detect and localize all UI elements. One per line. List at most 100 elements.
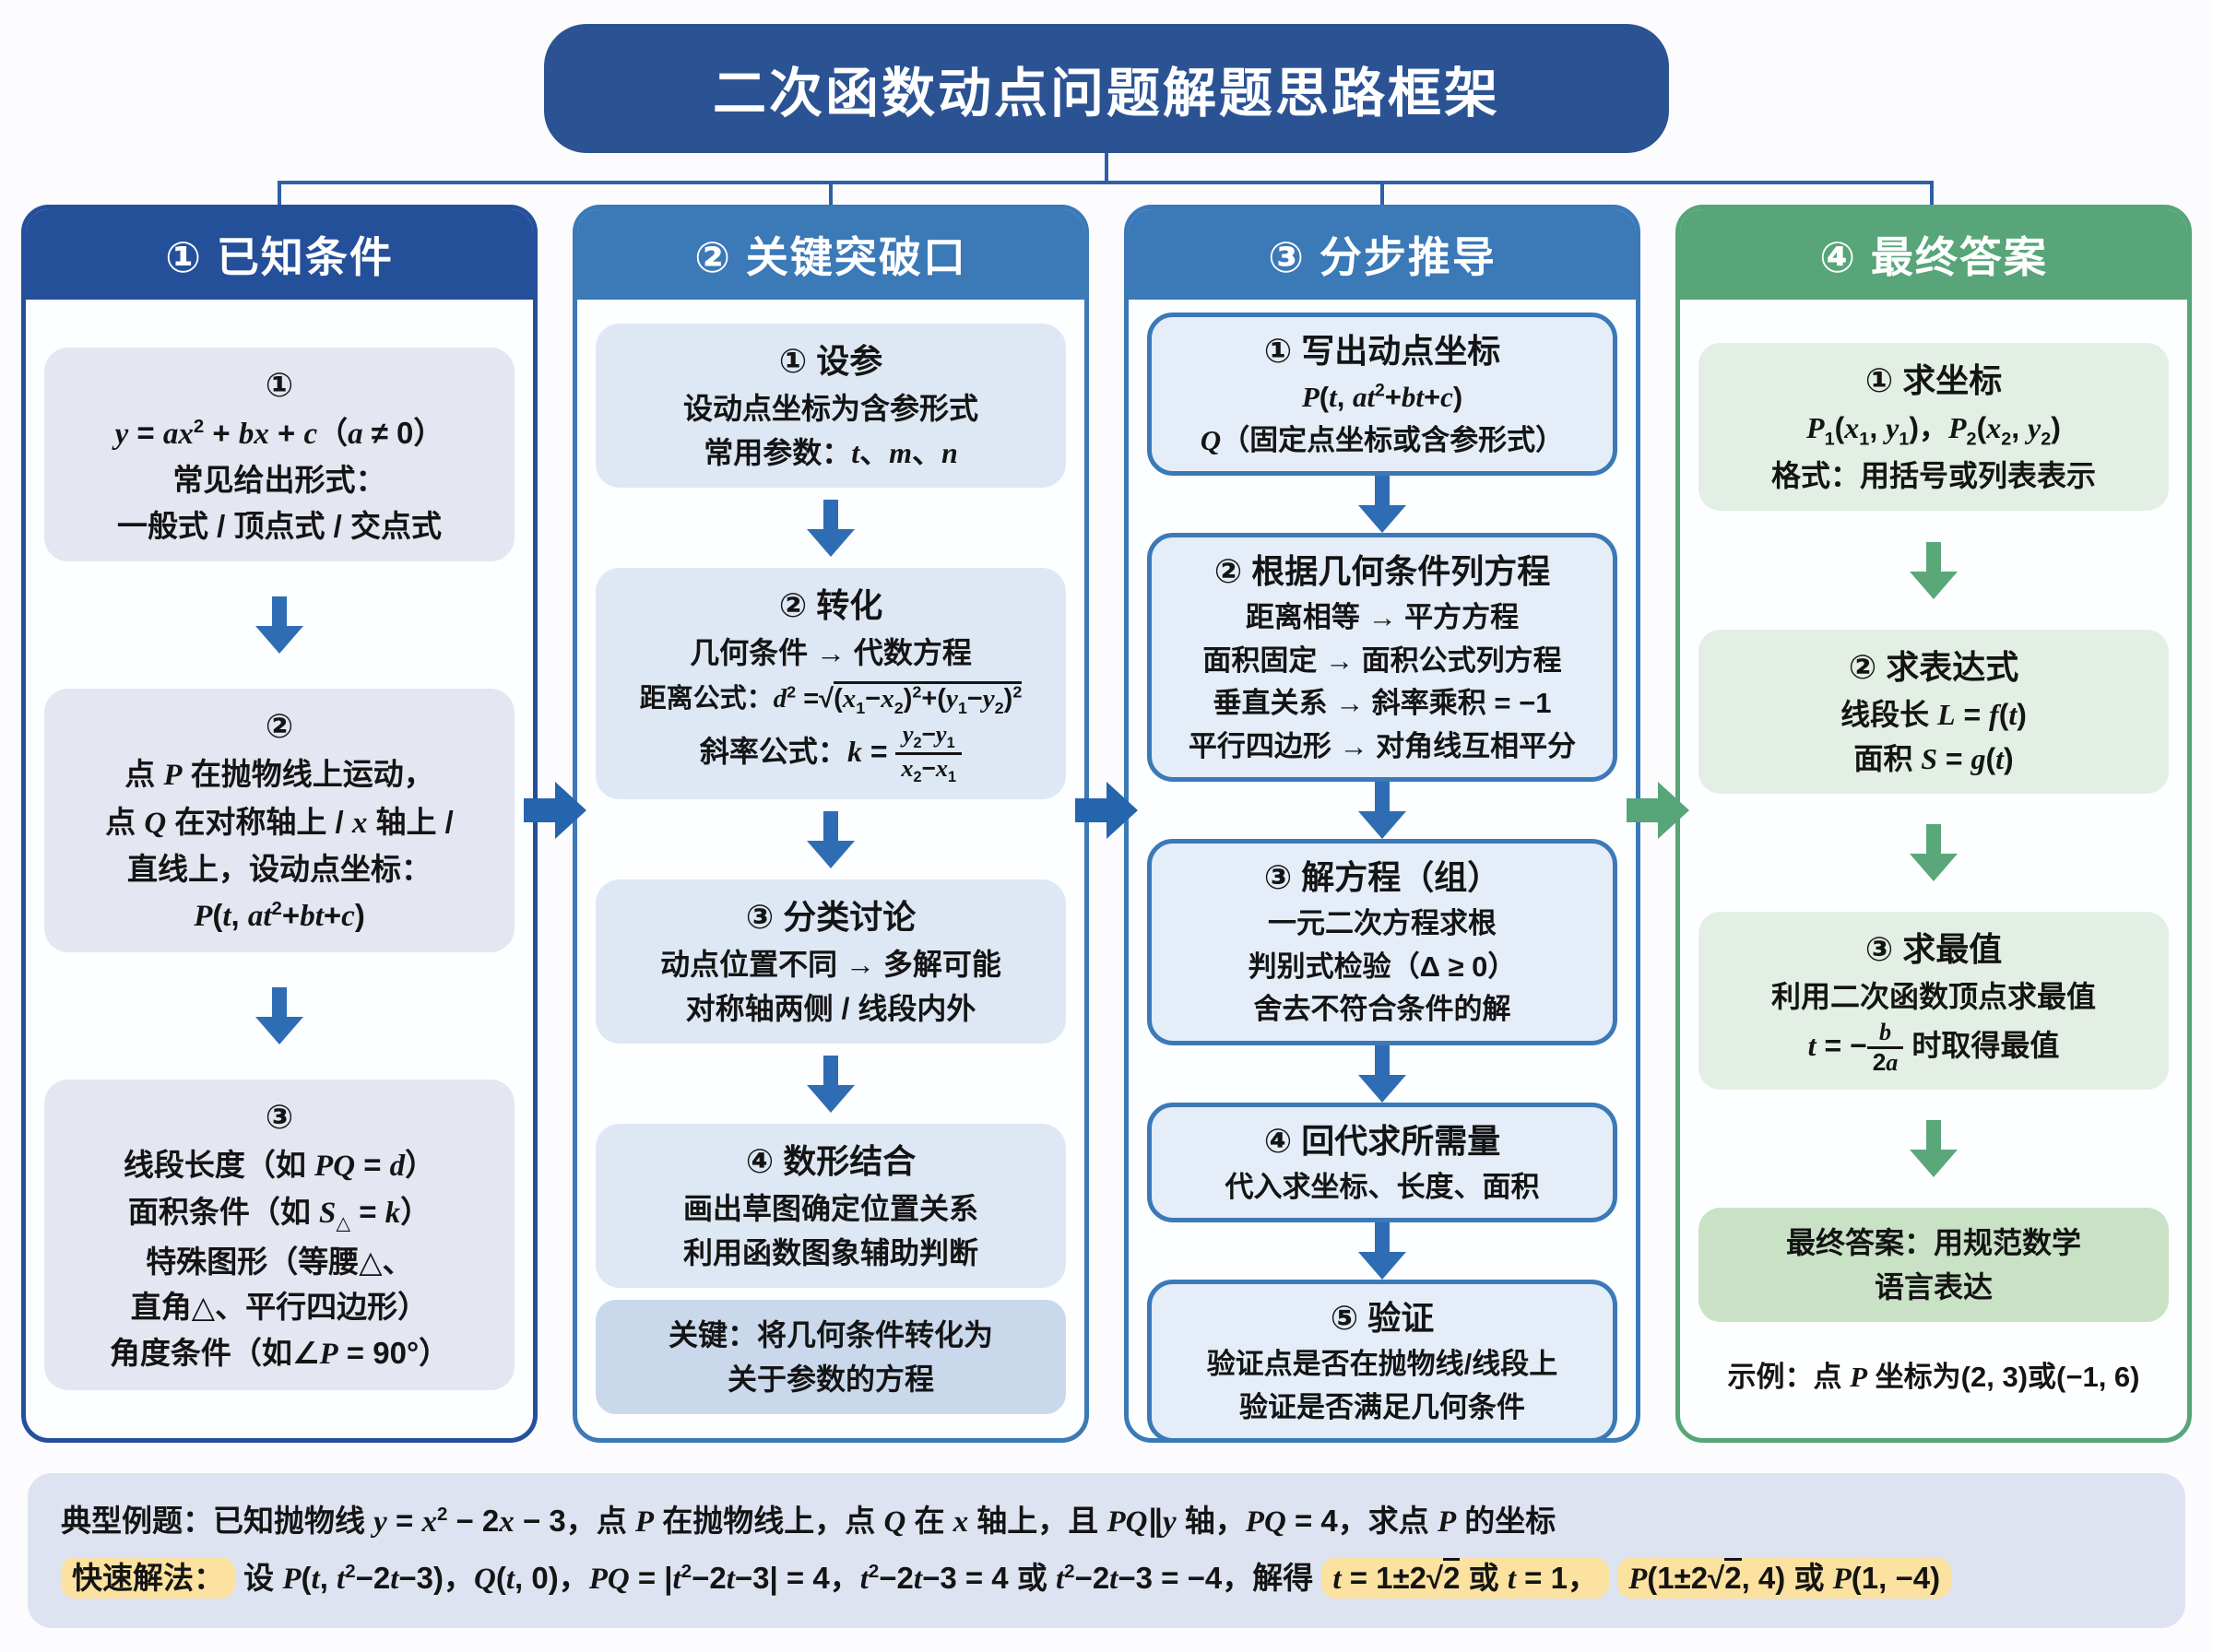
box-line: 几何条件 → 代数方程 bbox=[690, 636, 972, 670]
col4-box-find-expression: ② 求表达式线段长 L = f(t)面积 S = g(t) bbox=[1698, 629, 2169, 794]
box-line: 特殊图形（等腰△、 bbox=[146, 1244, 413, 1279]
box-line: 设动点坐标为含参形式 bbox=[682, 392, 978, 426]
box-line: 面积固定 → 面积公式列方程 bbox=[1202, 643, 1562, 677]
col3-box-build-equation: ② 根据几何条件列方程距离相等 → 平方方程面积固定 → 面积公式列方程垂直关系… bbox=[1147, 533, 1617, 782]
down-arrow-icon bbox=[1910, 1120, 1958, 1177]
col4-example-line: 示例：点 P 坐标为(2, 3)或(−1, 6) bbox=[1727, 1360, 2140, 1393]
column-step-derivation: ③ 分步推导 ① 写出动点坐标 P(t, at2+bt+c) Q（固定点坐标或含参形… bbox=[1124, 205, 1640, 1443]
box-line: 常见给出形式： bbox=[172, 463, 386, 498]
box-line: 动点位置不同 → 多解可能 bbox=[660, 948, 1001, 982]
box-line: ③ 分类讨论 bbox=[745, 898, 917, 937]
box-line: 线段长 L = f(t) bbox=[1840, 697, 2027, 731]
box-line: 直线上，设动点坐标： bbox=[127, 852, 432, 887]
box-line: 角度条件（如∠P = 90°） bbox=[109, 1335, 450, 1371]
col3-box-write-coordinates: ① 写出动点坐标 P(t, at2+bt+c) Q（固定点坐标或含参形式） bbox=[1147, 313, 1617, 476]
column-3-header-label: ③ 分步推导 bbox=[1268, 233, 1497, 281]
box-line: 垂直关系 → 斜率乘积 = −1 bbox=[1213, 687, 1552, 719]
box-line: ④ 回代求所需量 bbox=[1263, 1121, 1501, 1160]
col2-key-note: 关键：将几何条件转化为关于参数的方程 bbox=[596, 1299, 1066, 1414]
down-arrow-icon bbox=[255, 987, 303, 1044]
column-4-header: ④ 最终答案 bbox=[1680, 209, 2187, 300]
box-line: ① bbox=[265, 365, 294, 404]
connector-line bbox=[1380, 181, 1384, 206]
column-2-header: ② 关键突破口 bbox=[577, 209, 1084, 300]
col2-box-set-parameter: ① 设参设动点坐标为含参形式常用参数：t、m、n bbox=[596, 324, 1066, 489]
box-line: P(t, at2+bt+c) bbox=[194, 897, 365, 933]
right-arrow-icon bbox=[1075, 782, 1138, 839]
connector-line bbox=[1930, 181, 1934, 206]
box-line: 关于参数的方程 bbox=[727, 1362, 934, 1396]
column-3-header: ③ 分步推导 bbox=[1129, 209, 1636, 300]
right-arrow-icon bbox=[1627, 782, 1689, 839]
down-arrow-icon bbox=[1358, 1045, 1406, 1103]
down-arrow-icon bbox=[807, 1056, 855, 1113]
box-line: P1(x1, y1)，P2(x2, y2) bbox=[1806, 411, 2061, 450]
connector-line bbox=[278, 181, 1934, 184]
down-arrow-icon bbox=[1358, 1222, 1406, 1280]
box-line: 平行四边形 → 对角线互相平分 bbox=[1188, 729, 1577, 762]
box-line: ③ bbox=[265, 1097, 294, 1136]
box-line: 利用函数图象辅助判断 bbox=[682, 1236, 978, 1270]
box-line: 线段长度（如 PQ = d） bbox=[123, 1147, 436, 1183]
box-line: ① 写出动点坐标 bbox=[1263, 332, 1501, 370]
connector-line bbox=[829, 181, 833, 206]
box-line: Q（固定点坐标或含参形式） bbox=[1200, 423, 1565, 456]
box-line: 距离公式：d2 =√(x1−x2)2+(y1−y2)2 bbox=[639, 681, 1023, 718]
box-line: 面积 S = g(t) bbox=[1853, 741, 2014, 775]
box-line: 验证点是否在抛物线/线段上 bbox=[1206, 1348, 1558, 1380]
column-2-header-label: ② 关键突破口 bbox=[694, 233, 967, 281]
col2-box-transform: ② 转化几何条件 → 代数方程距离公式：d2 =√(x1−x2)2+(y1−y2… bbox=[596, 568, 1066, 800]
col1-box-moving-point: ② 点 P 在抛物线上运动， 点 Q 在对称轴上 / x 轴上 / 直线上，设动点坐标… bbox=[44, 689, 515, 953]
box-line: 点 Q 在对称轴上 / x 轴上 / bbox=[105, 804, 454, 840]
down-arrow-icon bbox=[807, 500, 855, 557]
col3-box-verify: ⑤ 验证验证点是否在抛物线/线段上验证是否满足几何条件 bbox=[1147, 1280, 1617, 1438]
quick-solution-line: 快速解法： 设 P(t, t2−2t−3)，Q(t, 0)，PQ = |t2−2… bbox=[61, 1556, 2152, 1599]
box-line: 一元二次方程求根 bbox=[1268, 907, 1497, 939]
box-line: 关键：将几何条件转化为 bbox=[668, 1317, 993, 1351]
box-line: 最终答案：用规范数学 bbox=[1785, 1226, 2081, 1260]
connector-line bbox=[278, 181, 281, 206]
column-1-header-label: ① 已知条件 bbox=[165, 233, 394, 281]
box-line: ② 转化 bbox=[778, 586, 883, 625]
column-1-header: ① 已知条件 bbox=[26, 209, 533, 300]
column-3-body: ① 写出动点坐标 P(t, at2+bt+c) Q（固定点坐标或含参形式） ② 根据… bbox=[1129, 300, 1636, 1438]
box-line: ② bbox=[265, 707, 294, 746]
box-line: 点 P 在抛物线上运动， bbox=[124, 757, 434, 793]
down-arrow-icon bbox=[1910, 824, 1958, 881]
down-arrow-icon bbox=[255, 596, 303, 654]
box-line: 语言表达 bbox=[1874, 1270, 1993, 1304]
box-line: y = ax2 + bx + c（a ≠ 0） bbox=[114, 415, 444, 451]
col3-box-substitute-back: ④ 回代求所需量代入求坐标、长度、面积 bbox=[1147, 1102, 1617, 1222]
col2-box-case-discussion: ③ 分类讨论动点位置不同 → 多解可能对称轴两侧 / 线段内外 bbox=[596, 879, 1066, 1044]
col2-box-number-shape: ④ 数形结合画出草图确定位置关系利用函数图象辅助判断 bbox=[596, 1124, 1066, 1289]
box-line: 判别式检验（Δ ≥ 0） bbox=[1248, 950, 1517, 983]
bottom-example-panel: 典型例题：已知抛物线 y = x2 − 2x − 3，点 P 在抛物线上，点 Q… bbox=[28, 1473, 2185, 1628]
box-line: 格式：用括号或列表表示 bbox=[1770, 459, 2096, 493]
box-line: P(t, at2+bt+c) bbox=[1301, 381, 1463, 413]
box-line: 利用二次函数顶点求最值 bbox=[1770, 980, 2096, 1014]
box-line: ③ 解方程（组） bbox=[1263, 858, 1501, 896]
column-2-body: ① 设参设动点坐标为含参形式常用参数：t、m、n ② 转化几何条件 → 代数方程… bbox=[577, 300, 1084, 1438]
column-4-header-label: ④ 最终答案 bbox=[1819, 233, 2048, 281]
down-arrow-icon bbox=[1358, 476, 1406, 533]
box-line: 面积条件（如 S△ = k） bbox=[127, 1195, 432, 1234]
box-line: ⑤ 验证 bbox=[1330, 1299, 1435, 1337]
box-line: ③ 求最值 bbox=[1864, 930, 2003, 969]
down-arrow-icon bbox=[1358, 782, 1406, 839]
down-arrow-icon bbox=[807, 811, 855, 868]
box-line: 常用参数：t、m、n bbox=[704, 436, 958, 470]
box-line: 距离相等 → 平方方程 bbox=[1245, 601, 1520, 633]
box-line: 代入求坐标、长度、面积 bbox=[1225, 1170, 1540, 1203]
box-line: ④ 数形结合 bbox=[745, 1142, 917, 1181]
box-line: ② 根据几何条件列方程 bbox=[1213, 552, 1551, 590]
col4-final-answer-note: 最终答案：用规范数学语言表达 bbox=[1698, 1208, 2169, 1323]
